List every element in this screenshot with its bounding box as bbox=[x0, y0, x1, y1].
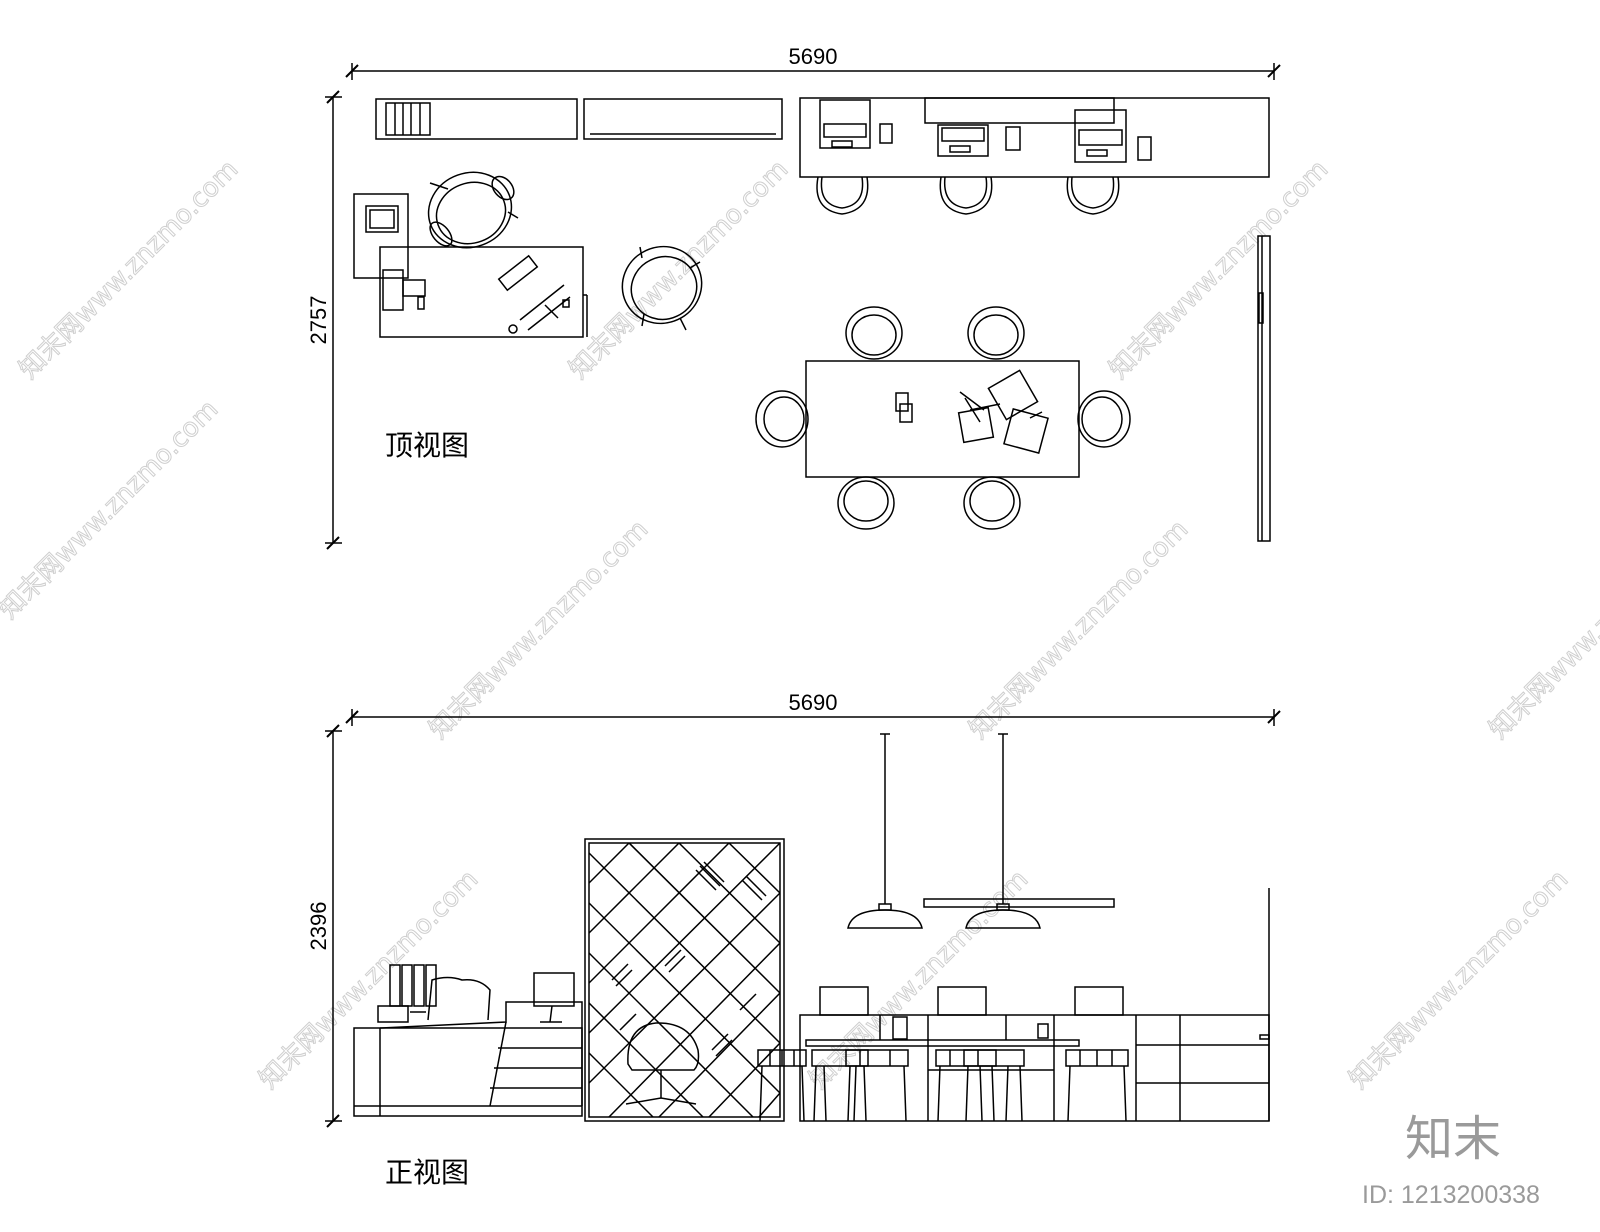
chair-plan bbox=[967, 306, 1025, 360]
bar-chair-elevation bbox=[757, 1049, 807, 1122]
top-width-dimension: 5690 bbox=[345, 44, 1281, 80]
top-view: 5690 2757 bbox=[306, 44, 1281, 550]
watermark-id: ID: 1213200338 bbox=[1362, 1181, 1540, 1209]
watermark-diagonal: 知末网www.znzmo.com bbox=[254, 864, 485, 1095]
pendant-lights bbox=[847, 733, 1115, 929]
armchair-plan bbox=[621, 245, 703, 331]
bar-chair-elevation bbox=[845, 1049, 909, 1122]
table-papers bbox=[895, 369, 1049, 454]
work-counter-plan bbox=[799, 97, 1270, 215]
chair-plan bbox=[845, 306, 903, 360]
watermark-diagonal: 知末网www.znzmo.com bbox=[564, 154, 795, 385]
front-view: 5690 2396 bbox=[306, 690, 1281, 1189]
swivel-chair-elevation bbox=[625, 1022, 700, 1105]
front-height-label: 2396 bbox=[306, 902, 331, 951]
bar-chair-elevation bbox=[963, 1049, 1025, 1122]
desk-elevation bbox=[353, 964, 583, 1117]
watermark-diagonal: 知末网www.znzmo.com bbox=[1484, 514, 1600, 745]
top-view-title: 顶视图 bbox=[385, 429, 469, 462]
chair-plan bbox=[963, 476, 1021, 530]
watermark-diagonal: 知末网www.znzmo.com bbox=[424, 514, 655, 745]
front-height-dimension: 2396 bbox=[306, 724, 342, 1128]
office-desk-plan bbox=[353, 171, 588, 338]
stool-plan bbox=[816, 176, 869, 215]
monitor-plan bbox=[1074, 109, 1152, 163]
watermark-logo: 知末 bbox=[1405, 1111, 1501, 1167]
front-width-label: 5690 bbox=[789, 690, 838, 715]
top-depth-label: 2757 bbox=[306, 296, 331, 345]
monitor-plan bbox=[937, 124, 1021, 157]
watermark-diagonal: 知末网www.znzmo.com bbox=[1104, 154, 1335, 385]
watermark-diagonal: 知末网www.znzmo.com bbox=[964, 514, 1195, 745]
meeting-table-elevation bbox=[757, 1039, 1129, 1122]
top-width-label: 5690 bbox=[789, 44, 838, 69]
front-view-title: 正视图 bbox=[385, 1156, 469, 1189]
counter-elevation bbox=[799, 888, 1270, 1122]
monitor-plan bbox=[819, 99, 893, 149]
rear-cabinets-plan bbox=[375, 98, 783, 140]
front-width-dimension: 5690 bbox=[345, 690, 1281, 726]
chair-plan bbox=[1077, 390, 1131, 448]
desk-chair-plan bbox=[427, 171, 519, 249]
chair-plan bbox=[755, 390, 809, 448]
right-wall-plan bbox=[1257, 235, 1271, 542]
diagonal-watermarks: 知末网www.znzmo.com 知末网www.znzmo.com 知末网www… bbox=[0, 154, 1600, 1096]
diagonal-bookshelf bbox=[584, 838, 785, 1122]
stool-plan bbox=[939, 176, 993, 215]
top-depth-dimension: 2757 bbox=[306, 90, 342, 550]
bar-chair-elevation bbox=[1065, 1049, 1129, 1122]
stool-plan bbox=[1066, 176, 1120, 215]
meeting-table-plan bbox=[755, 306, 1131, 530]
watermark-diagonal: 知末网www.znzmo.com bbox=[1344, 864, 1575, 1095]
watermark-diagonal: 知末网www.znzmo.com bbox=[0, 394, 224, 625]
chair-plan bbox=[837, 476, 895, 530]
watermark-diagonal: 知末网www.znzmo.com bbox=[14, 154, 245, 385]
brand-watermark: 知末 ID: 1213200338 bbox=[1362, 1111, 1540, 1209]
